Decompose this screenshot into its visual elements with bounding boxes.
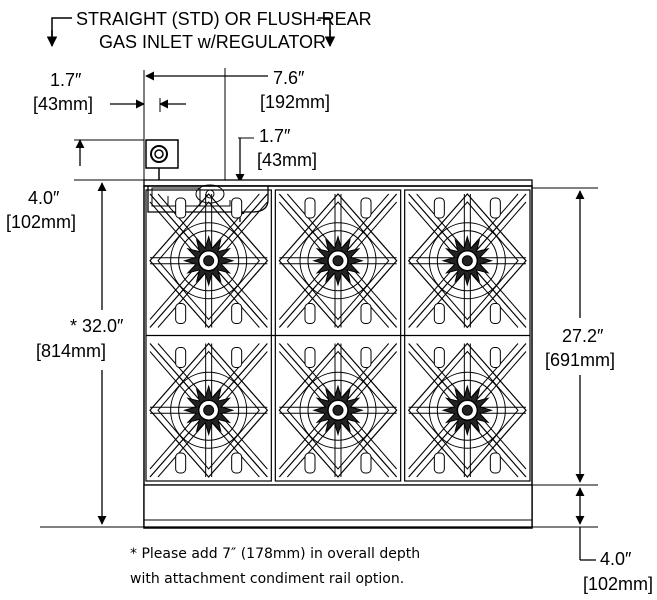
dim-overall-depth-mm: [814mm] (36, 341, 106, 361)
dim-front-rail-mm: [102mm] (583, 574, 653, 594)
dim-inlet-offset-in: 1.7″ (50, 70, 82, 90)
regulator (147, 184, 269, 213)
dim-inlet-offset-mm: [43mm] (33, 94, 93, 114)
dim-inlet-to-edge-in: 7.6″ (273, 68, 305, 88)
burner-grate (407, 193, 527, 329)
front-rail (143, 484, 533, 528)
footnote-line2: with attachment condiment rail option. (130, 571, 404, 587)
inlet-label-line1: STRAIGHT (STD) OR FLUSH-REAR (76, 9, 372, 29)
burner-grate (278, 342, 398, 478)
dim-front-rail-in: 4.0″ (600, 549, 632, 569)
cooktop-frame (143, 185, 533, 529)
gas-inlet-callout: STRAIGHT (STD) OR FLUSH-REAR GAS INLET w… (46, 9, 372, 52)
burner-grate (278, 193, 398, 329)
footnote: * Please add 7″ (178mm) in overall depth… (130, 546, 420, 587)
dim-regulator-height-in: 1.7″ (259, 126, 291, 146)
dim-regulator-height: 1.7″ [43mm] (235, 126, 317, 222)
burner-grate (149, 193, 269, 329)
dim-inlet-offset: 1.7″ [43mm] (33, 70, 186, 180)
dim-rear-depth: 4.0″ [102mm] (6, 139, 144, 232)
dim-overall-depth: * 32.0″ [814mm] (36, 179, 150, 528)
inlet-label-line2: GAS INLET w/REGULATOR (99, 32, 326, 52)
dim-inlet-to-edge: 7.6″ [192mm] (145, 68, 330, 210)
footnote-line1: * Please add 7″ (178mm) in overall depth (130, 546, 420, 562)
dim-grate-depth-mm: [691mm] (545, 350, 615, 370)
burner-grate (149, 342, 269, 478)
dim-grate-depth: 27.2″ [691mm] (532, 187, 615, 486)
dim-regulator-height-mm: [43mm] (257, 150, 317, 170)
burner-grate (407, 342, 527, 478)
dim-inlet-to-edge-mm: [192mm] (260, 92, 330, 112)
grates (145, 189, 531, 482)
dim-rear-depth-mm: [102mm] (6, 212, 76, 232)
dim-grate-depth-in: 27.2″ (562, 326, 604, 346)
dim-overall-depth-in: * 32.0″ (70, 316, 124, 336)
dim-front-rail: 4.0″ [102mm] (532, 487, 653, 594)
range-top-edge (143, 179, 533, 187)
dim-rear-depth-in: 4.0″ (28, 188, 60, 208)
range-body (143, 139, 533, 529)
